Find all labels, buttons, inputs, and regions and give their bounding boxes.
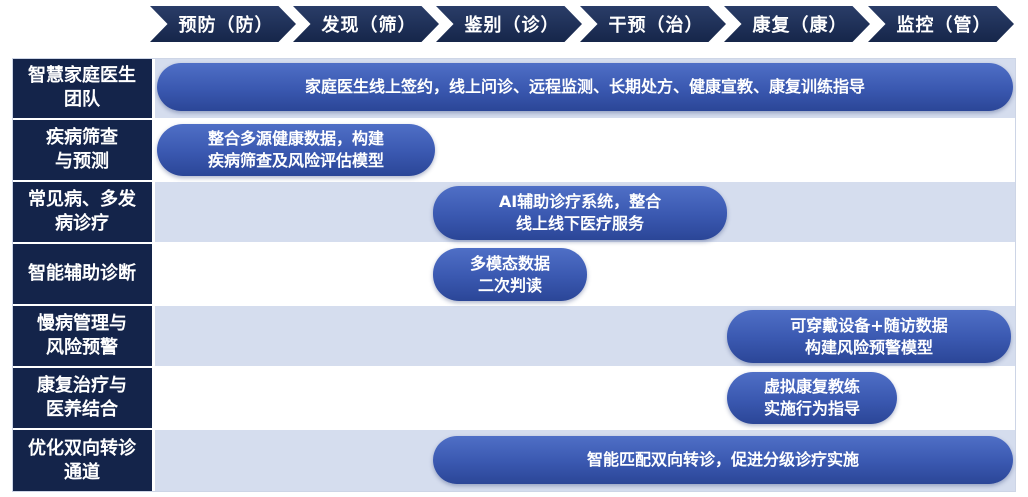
row-divider [12, 118, 1016, 120]
pill-wearable-warning: 可穿戴设备+随访数据 构建风险预警模型 [727, 310, 1011, 363]
stage-diagnosis: 鉴别（诊） [436, 6, 582, 42]
stage-rehabilitation: 康复（康） [724, 6, 870, 42]
pill-ai-diagnosis-system: AI辅助诊疗系统，整合 线上线下医疗服务 [433, 186, 727, 240]
pill-referral-matching: 智能匹配双向转诊，促进分级诊疗实施 [433, 436, 1013, 484]
stage-label: 预防（防） [178, 15, 274, 36]
row-label-screening: 疾病筛查 与预测 [12, 120, 152, 180]
row-divider [12, 366, 1016, 368]
stage-header: 预防（防） 发现（筛） 鉴别（诊） 干预（治） 康复（康） 监控（管） [0, 6, 1028, 42]
stage-label: 鉴别（诊） [464, 15, 560, 36]
row-label-text: 常见病、多发 病诊疗 [28, 189, 136, 234]
pill-multimodal-reading: 多模态数据 二次判读 [433, 248, 587, 301]
pill-virtual-coach: 虚拟康复教练 实施行为指导 [727, 372, 897, 424]
row-label-rehab-care: 康复治疗与 医养结合 [12, 368, 152, 428]
row-label-text: 疾病筛查 与预测 [46, 127, 118, 172]
stage-label: 干预（治） [608, 15, 704, 36]
row-label-referral: 优化双向转诊 通道 [12, 430, 152, 492]
stage-monitoring: 监控（管） [868, 6, 1014, 42]
row-divider [12, 242, 1016, 244]
row-divider [12, 428, 1016, 430]
pill-screening-model: 整合多源健康数据，构建 疾病筛查及风险评估模型 [157, 124, 435, 176]
row-divider [12, 304, 1016, 306]
row-label-text: 慢病管理与 风险预警 [37, 313, 127, 358]
row-label-text: 智能辅助诊断 [28, 263, 136, 284]
row-label-text: 智慧家庭医生 团队 [28, 65, 136, 110]
stage-intervention: 干预（治） [580, 6, 726, 42]
row-label-text: 优化双向转诊 通道 [28, 438, 136, 483]
row-label-common-disease: 常见病、多发 病诊疗 [12, 182, 152, 242]
pill-family-doctor-services: 家庭医生线上签约，线上问诊、远程监测、长期处方、健康宣教、康复训练指导 [157, 63, 1013, 111]
row-label-chronic-disease: 慢病管理与 风险预警 [12, 306, 152, 366]
row-label-family-doctor: 智慧家庭医生 团队 [12, 58, 152, 118]
row-label-text: 康复治疗与 医养结合 [37, 375, 127, 420]
stage-label: 康复（康） [752, 15, 848, 36]
stage-detection: 发现（筛） [293, 6, 439, 42]
stage-prevention: 预防（防） [150, 6, 296, 42]
row-divider [12, 180, 1016, 182]
row-label-smart-diagnosis: 智能辅助诊断 [12, 244, 152, 304]
stage-label: 监控（管） [896, 15, 992, 36]
stage-label: 发现（筛） [321, 15, 417, 36]
